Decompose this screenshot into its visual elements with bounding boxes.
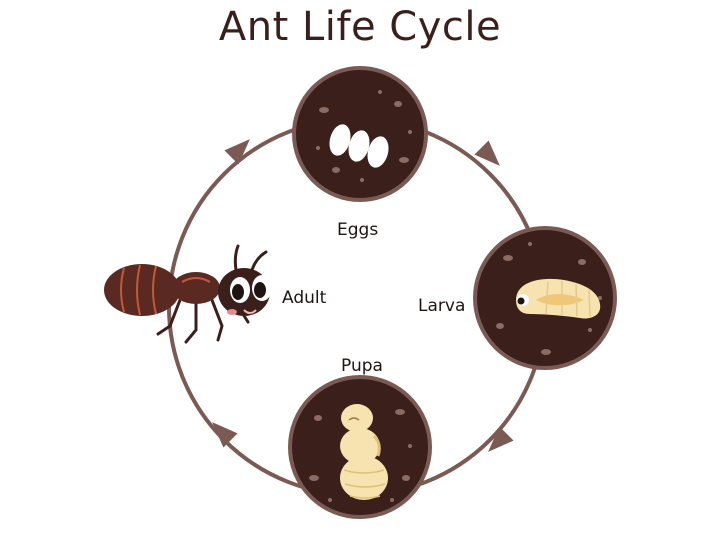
eggs-label: Eggs <box>337 220 379 240</box>
adult-ant-icon <box>104 244 272 344</box>
eggs-stage <box>292 66 428 202</box>
diagram-title: Ant Life Cycle <box>218 4 502 50</box>
arrow-adult-to-eggs <box>224 139 250 165</box>
arrow-eggs-to-larva <box>474 140 500 166</box>
larva-stage <box>473 226 617 370</box>
larva-icon <box>516 278 601 319</box>
larva-label: Larva <box>418 296 466 316</box>
pupa-stage <box>288 375 432 519</box>
cycle-arrows <box>212 139 514 452</box>
adult-label: Adult <box>282 288 327 308</box>
egg-icons <box>329 124 389 168</box>
arrow-larva-to-pupa <box>488 426 514 452</box>
pupa-label: Pupa <box>341 356 383 376</box>
arrow-pupa-to-adult <box>212 422 238 448</box>
pupa-icon <box>340 404 388 500</box>
